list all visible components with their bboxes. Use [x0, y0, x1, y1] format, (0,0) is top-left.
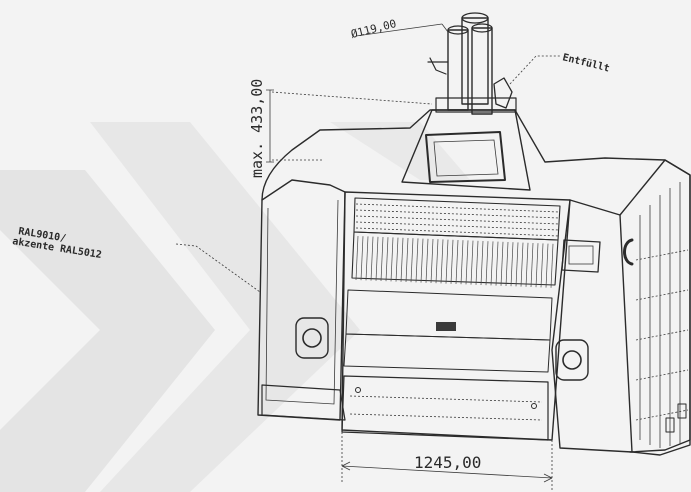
roller-rib — [360, 236, 364, 281]
right-handle — [555, 339, 589, 381]
max-height-label: max. 433,00 — [248, 79, 266, 178]
outlet-leader — [509, 55, 560, 85]
brand-badge — [436, 322, 456, 331]
roller-rib — [380, 236, 384, 282]
roller-rib — [550, 243, 554, 288]
base-bolt-right — [531, 403, 537, 409]
roller-rib — [535, 243, 539, 288]
roller-rib — [495, 241, 499, 286]
chevron-shape-3 — [330, 122, 470, 180]
roller-rib — [450, 239, 454, 284]
roller-rib — [415, 238, 419, 283]
left-skirt — [261, 384, 346, 421]
roller-rib — [355, 235, 359, 281]
right-louvres — [635, 182, 689, 448]
base-plate-inner — [349, 395, 543, 421]
roller-rib — [425, 238, 429, 283]
roller-rib — [435, 239, 439, 284]
front-panel-middle — [345, 289, 553, 341]
roller-rib — [490, 241, 494, 286]
background-chevrons — [0, 122, 470, 492]
top-hopper — [401, 109, 531, 191]
roller-rib — [405, 237, 409, 283]
roller-rib — [540, 243, 544, 288]
roller-rib — [545, 243, 549, 288]
outlet-fitting — [493, 77, 513, 109]
outlet-label: Entfüllt — [561, 52, 610, 74]
right-side-panel — [551, 199, 633, 453]
roller-rib — [440, 239, 444, 284]
diameter-dimension — [355, 23, 449, 37]
left-side-inner — [265, 199, 339, 405]
roller-rib — [455, 239, 459, 285]
front-panel-lower — [343, 333, 551, 373]
roller-rib — [525, 242, 529, 287]
roller-rib — [375, 236, 379, 281]
roller-rib — [505, 241, 509, 287]
color-leader — [175, 243, 261, 293]
pipe-front — [471, 27, 493, 115]
roller-rib — [365, 236, 369, 281]
roller-rib — [390, 237, 394, 282]
roller-rib — [480, 240, 484, 286]
roller-rib — [410, 238, 414, 283]
roller-rib — [445, 239, 449, 284]
roller-rib — [530, 242, 534, 288]
lower-roller-ribs — [355, 235, 554, 288]
lower-roller — [351, 231, 559, 286]
right-outer-panel — [619, 159, 691, 456]
front-frame — [341, 191, 571, 441]
width-dimension — [341, 432, 553, 490]
hopper-window-inner — [433, 139, 499, 177]
chevron-shape-2 — [90, 122, 360, 492]
control-panel — [561, 239, 601, 273]
roller-rib — [395, 237, 399, 282]
roller-rib — [460, 240, 464, 285]
roller-rib — [400, 237, 404, 282]
height-dimension — [266, 89, 433, 163]
pipe-diameter-label: Ø119,00 — [350, 17, 398, 41]
base-bolt-left — [355, 387, 361, 393]
left-handle — [295, 317, 329, 359]
roller-rib — [370, 236, 374, 281]
machine-body — [257, 109, 691, 456]
right-side-handle — [623, 238, 634, 266]
inlet-pipes — [427, 12, 517, 115]
right-foot-marks — [665, 403, 687, 433]
pipe-base — [435, 97, 517, 113]
pipe-left — [447, 29, 469, 111]
roller-rib — [470, 240, 474, 285]
roller-rib — [420, 238, 424, 283]
pipe-back — [461, 17, 489, 105]
roller-rib — [515, 242, 519, 287]
roller-rib — [500, 241, 504, 286]
roller-rib — [385, 237, 389, 282]
roller-rib — [465, 240, 469, 285]
width-label: 1245,00 — [414, 453, 481, 472]
roller-rib — [520, 242, 524, 287]
roller-rib — [510, 242, 514, 287]
pipe-clamp-left — [427, 57, 449, 75]
upper-roller-hatching — [355, 203, 560, 237]
roller-rib — [430, 238, 434, 284]
roller-rib — [485, 241, 489, 286]
control-screen — [568, 245, 594, 265]
front-base-plate — [341, 375, 549, 441]
chevron-shape-1 — [0, 170, 215, 492]
hopper-window — [425, 131, 506, 183]
roller-rib — [475, 240, 479, 285]
